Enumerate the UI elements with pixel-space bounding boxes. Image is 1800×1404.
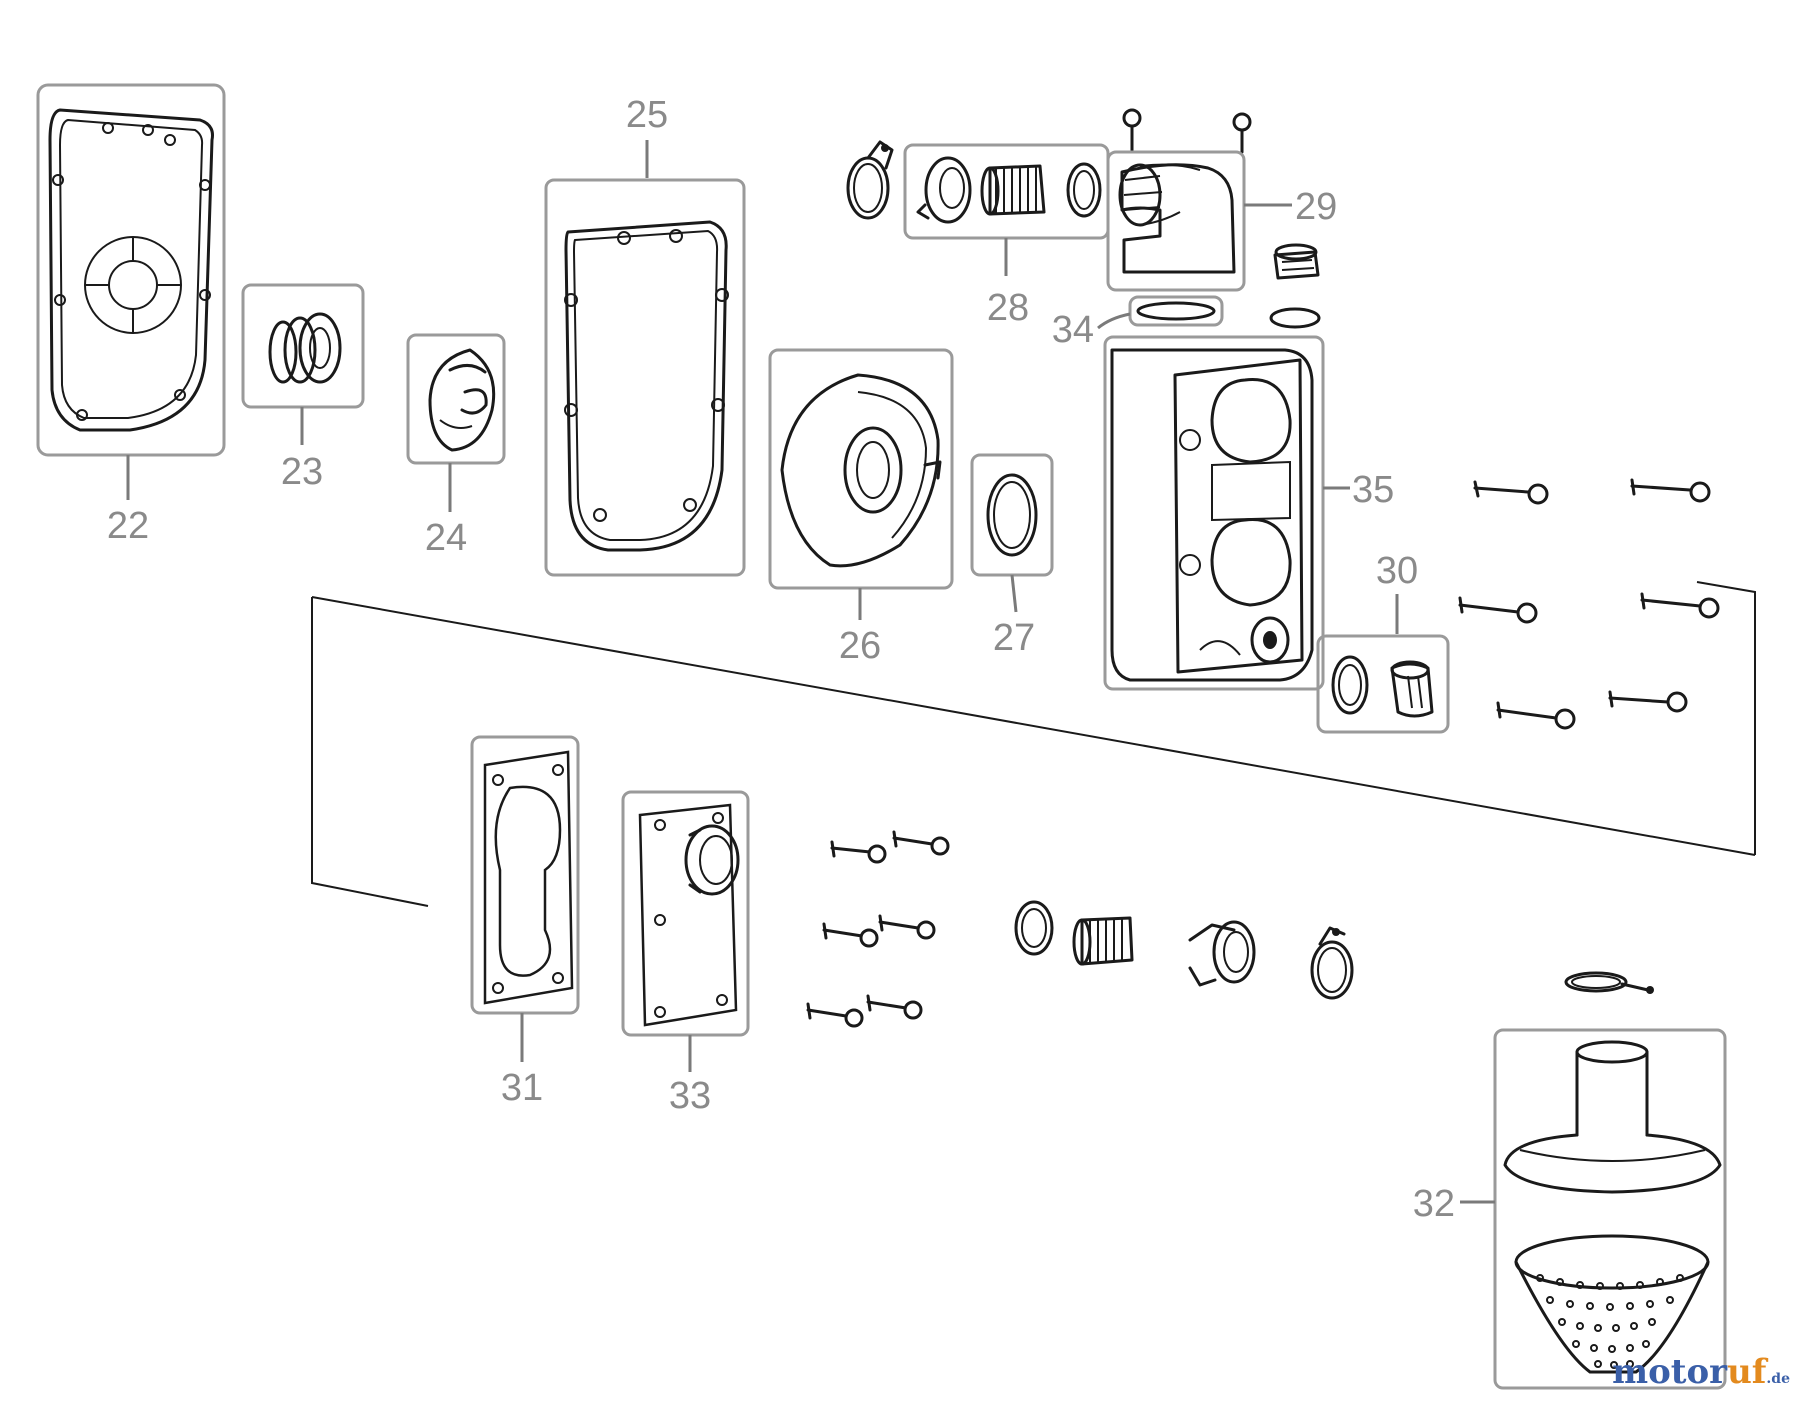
callout-22: 22 — [107, 505, 149, 547]
inlet-coupling-set — [1014, 900, 1354, 1000]
callout-30: 30 — [1376, 550, 1418, 592]
part-30-drain-plug: 30 — [1316, 550, 1450, 734]
callout-32: 32 — [1413, 1183, 1455, 1225]
callout-27: 27 — [993, 617, 1035, 659]
callout-28: 28 — [987, 287, 1029, 329]
part-22-cover: 22 — [36, 83, 226, 547]
part-23-seal: 23 — [241, 283, 365, 493]
part-24-cam: 24 — [406, 333, 506, 559]
fill-cap — [1269, 243, 1321, 329]
part-34-gasket: 34 — [1052, 295, 1224, 351]
callout-29: 29 — [1295, 186, 1337, 228]
part-35-pump-body: 35 — [1103, 335, 1394, 691]
assembly-plane-lines — [311, 581, 1756, 907]
watermark-accent: uf — [1727, 1352, 1767, 1392]
callout-24: 24 — [425, 517, 467, 559]
part-33-cover-plate: 33 — [621, 790, 750, 1117]
part-26-volute: 26 — [768, 348, 954, 667]
part-28-coupling-set: 28 — [846, 140, 1110, 329]
callout-33: 33 — [669, 1075, 711, 1117]
callout-34: 34 — [1052, 309, 1094, 351]
bolts-center — [806, 830, 950, 1028]
watermark-tld: .de — [1766, 1371, 1790, 1387]
callout-26: 26 — [839, 625, 881, 667]
part-27-ring: 27 — [970, 453, 1054, 659]
bolts-right — [1458, 478, 1720, 730]
part-25-gasket: 25 — [544, 94, 746, 577]
callout-35: 35 — [1352, 469, 1394, 511]
callout-31: 31 — [501, 1067, 543, 1109]
part-29-elbow: 29 — [1106, 108, 1337, 292]
callout-23: 23 — [281, 451, 323, 493]
part-31-plate-gasket: 31 — [470, 735, 580, 1109]
callout-25: 25 — [626, 94, 668, 136]
watermark-main: motor — [1612, 1352, 1728, 1392]
part-32-strainer: 32 — [1413, 971, 1727, 1390]
